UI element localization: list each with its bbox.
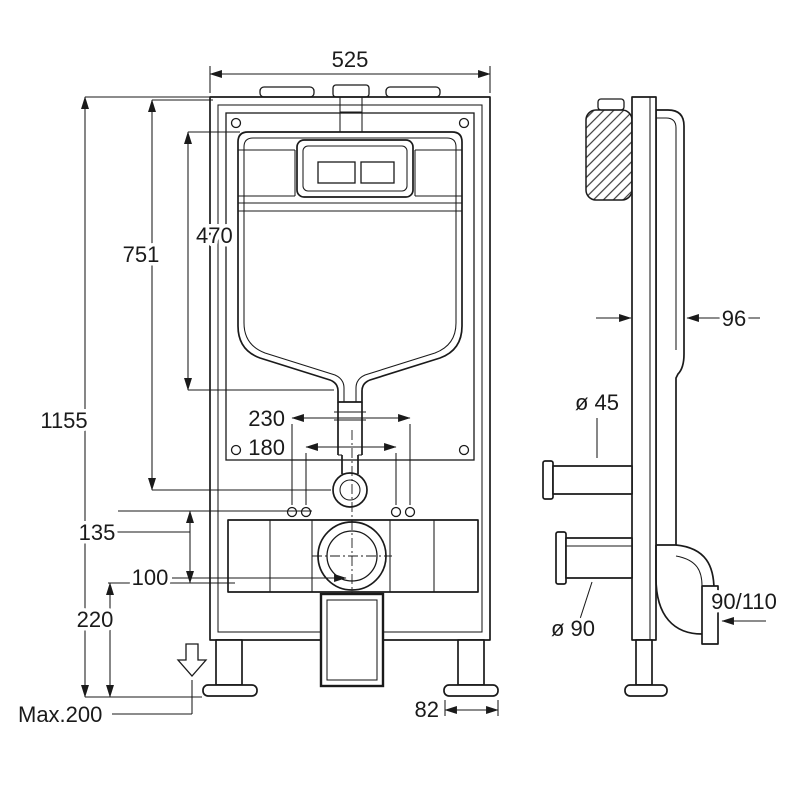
dim-inlet-diameter-label: ø 45 [575,390,619,415]
cistern-profile [655,109,685,546]
outlet-flange [555,531,567,585]
outlet-duct-inner [326,599,378,681]
inlet-pipe-side [552,465,633,495]
dim-max-adjustment: Max.200 [15,680,193,731]
dim-foot-width-label: 82 [415,697,439,722]
side-dimensions: 96 ø 45 ø 90 90/110 [547,303,780,645]
rod-hole [286,506,298,518]
panel-bolt-icon [458,444,470,456]
dim-inlet-diameter: ø 45 [571,387,623,458]
dim-rod-spacing-inner: 180 [245,432,397,505]
hose-cap [597,98,625,111]
foot-plate-left [202,684,258,697]
bracket-rail [227,519,479,593]
front-view-frame [176,84,499,697]
panel-bolt-icon [230,444,242,456]
dim-width-top: 525 [209,44,491,93]
dim-cistern-height: 470 [184,131,334,391]
panel-bolt-icon [458,117,470,129]
dim-outlet-height: 220 [73,582,117,698]
dim-rod-spacing-outer: 230 [245,403,411,505]
flush-button-large [317,161,356,184]
outlet-stub [565,537,633,579]
cistern-tank-inner [243,137,457,403]
cistern-profile-inner [656,117,677,350]
dim-flush-offset-label: 135 [79,520,116,545]
waste-socket [701,585,719,645]
adjust-down-arrow-icon [176,643,208,677]
dim-upper-height: 751 [119,99,331,491]
waste-elbow-outer [675,544,715,591]
dim-upper-height-label: 751 [123,242,160,267]
dim-outlet-axis-label: 100 [132,565,169,590]
dim-waste-pipe: 90/110 [708,586,780,625]
dim-outlet-diameter-label: ø 90 [551,616,595,641]
dim-outlet-diameter: ø 90 [547,581,599,645]
rod-hole [300,506,312,518]
dim-flush-offset: 135 [75,510,312,584]
rod-hole [390,506,402,518]
mounting-tab-right [385,86,441,98]
foot-plate-right [443,684,499,697]
flush-plate-inner [302,145,408,192]
dim-depth-label: 96 [722,306,746,331]
dim-waste-pipe-label: 90/110 [711,589,777,614]
rod-hole [404,506,416,518]
panel-bolt-icon [230,117,242,129]
dim-outlet-height-label: 220 [77,607,114,632]
dim-foot-width: 82 [411,694,499,726]
flush-hose-hatched [585,109,633,201]
leg-side [635,639,653,686]
leg-left [215,639,243,686]
inlet-cap [332,84,370,98]
outlet-duct [319,592,385,688]
frame-plate [631,96,657,641]
front-dimensions: 525 751 470 1155 230 [15,44,499,731]
mounting-tab-left [259,86,315,98]
flush-bend-connector [332,472,368,508]
dim-outlet-axis: 100 [128,562,347,594]
inlet-flange [542,460,554,500]
dim-cistern-height-label: 470 [196,223,233,248]
dim-rod-spacing-outer-label: 230 [248,406,285,431]
foot-plate-side [624,684,668,697]
dim-rod-spacing-inner-label: 180 [248,435,285,460]
waste-elbow-arc [675,555,703,587]
waste-elbow-inner [655,545,703,635]
side-view-frame [542,96,719,697]
dim-width-top-label: 525 [332,47,369,72]
dim-total-height: 1155 [37,96,210,698]
dim-max-adjustment-label: Max.200 [18,702,102,727]
dim-depth: 96 [596,303,760,335]
dim-total-height-label: 1155 [40,408,87,433]
flush-button-small [360,161,395,184]
flush-bend-connector-inner [339,479,361,501]
leg-right [457,639,485,686]
